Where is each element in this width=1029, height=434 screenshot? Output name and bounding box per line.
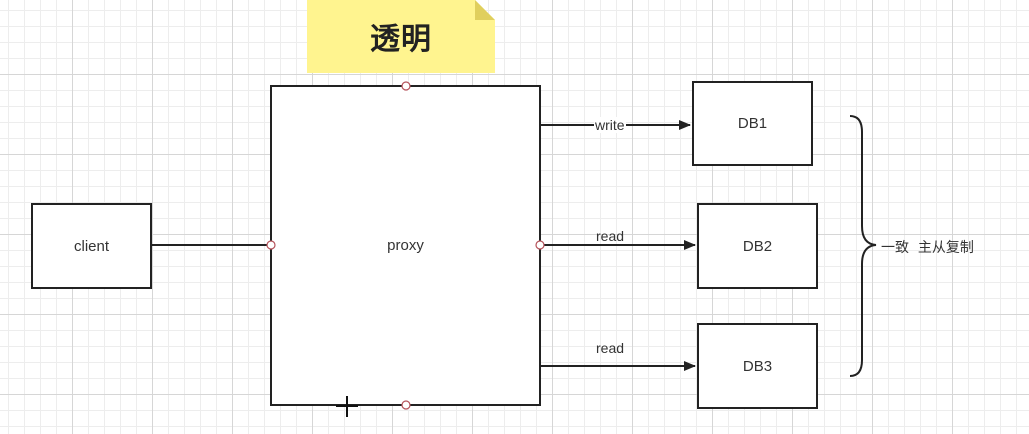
client-node[interactable]: client bbox=[31, 203, 152, 289]
proxy-right-handle[interactable] bbox=[535, 240, 545, 250]
right-curly-brace[interactable] bbox=[849, 115, 877, 377]
proxy-left-handle[interactable] bbox=[266, 240, 276, 250]
proxy-bottom-handle[interactable] bbox=[401, 400, 411, 410]
read-edge-label-db3: read bbox=[596, 340, 625, 356]
proxy-label: proxy bbox=[387, 237, 424, 254]
brace-annotation: 一致 主从复制 bbox=[881, 240, 974, 256]
sticky-note-title: 透明 bbox=[370, 22, 432, 57]
read-edge-label-db2: read bbox=[596, 228, 625, 244]
db3-node[interactable]: DB3 bbox=[697, 323, 818, 409]
db1-label: DB1 bbox=[737, 115, 768, 132]
db3-label: DB3 bbox=[742, 357, 773, 375]
db2-node[interactable]: DB2 bbox=[697, 203, 818, 289]
crosshair-cursor-icon bbox=[336, 396, 358, 417]
db1-node[interactable]: DB1 bbox=[692, 81, 813, 166]
sticky-note[interactable] bbox=[307, 0, 495, 73]
db2-label: DB2 bbox=[742, 237, 773, 255]
write-edge-label: write bbox=[594, 117, 626, 133]
proxy-top-handle[interactable] bbox=[401, 81, 411, 91]
client-label: client bbox=[73, 237, 110, 255]
